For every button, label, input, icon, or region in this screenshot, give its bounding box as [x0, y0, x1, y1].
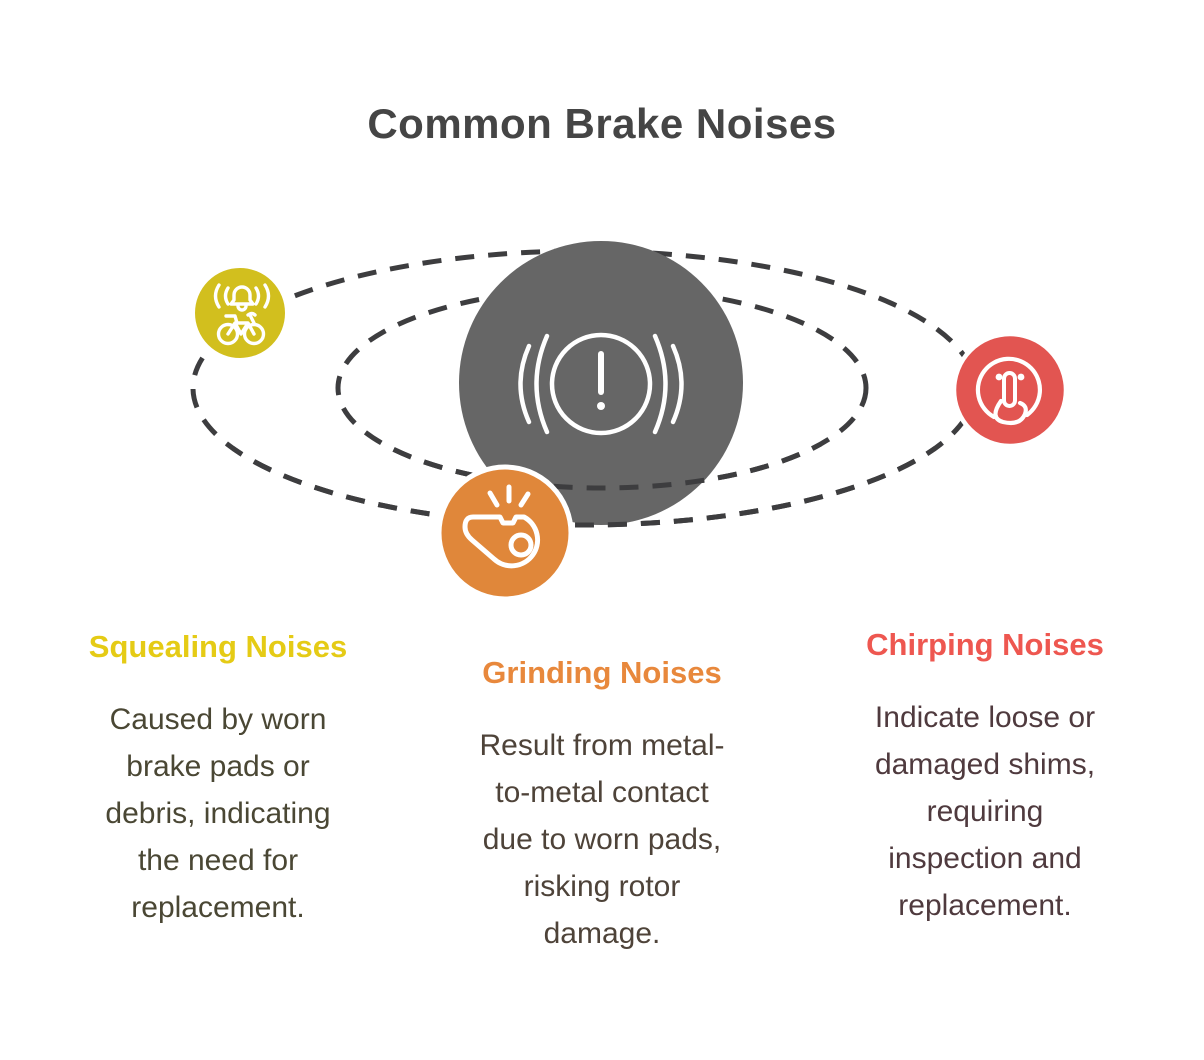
shush-face-icon	[975, 356, 1042, 426]
orbit-paths-front	[225, 446, 943, 528]
squealing-circle	[191, 264, 289, 362]
section-chirping: Chirping Noises Indicate loose or damage…	[806, 624, 1164, 929]
orbit-diagram	[190, 241, 1069, 602]
chirping-circle	[951, 331, 1069, 449]
chirping-heading: Chirping Noises	[866, 627, 1104, 662]
squealing-body: Caused by worn brake pads or debris, ind…	[105, 703, 331, 924]
satellite-chirping	[951, 331, 1069, 449]
section-squealing: Squealing Noises Caused by worn brake pa…	[40, 626, 396, 931]
chirping-body: Indicate loose or damaged shims, requiri…	[874, 701, 1096, 922]
brake-warning-icon	[518, 332, 684, 436]
bell-bicycle-icon	[213, 283, 271, 346]
grinding-circle	[436, 464, 574, 602]
satellite-squealing	[191, 264, 289, 362]
squealing-heading: Squealing Noises	[88, 629, 348, 664]
whistle-icon	[462, 484, 541, 569]
page-title: Common Brake Noises	[367, 100, 837, 147]
section-grinding: Grinding Noises Result from metal- to-me…	[424, 652, 780, 957]
satellite-grinding	[436, 464, 574, 602]
grinding-heading: Grinding Noises	[482, 655, 722, 690]
grinding-body: Result from metal- to-metal contact due …	[479, 729, 725, 950]
